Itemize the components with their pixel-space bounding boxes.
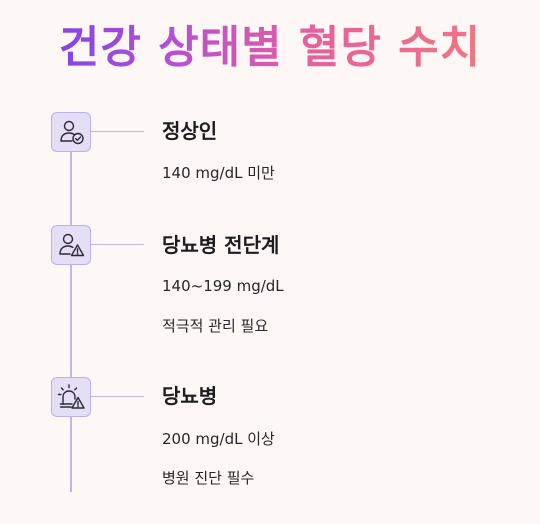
- stage-heading-normal: 정상인: [162, 119, 218, 143]
- connector-line-normal: [91, 131, 144, 132]
- alarm-warning-icon: [57, 384, 85, 409]
- stage-detail-diabetes-note: 병원 진단 필수: [162, 469, 255, 487]
- timeline-line: [70, 150, 72, 492]
- stage-heading-diabetes: 당뇨병: [162, 384, 218, 408]
- connector-line-prediabetes: [91, 244, 144, 245]
- stage-detail-prediabetes-range: 140~199 mg/dL: [162, 277, 284, 295]
- stage-heading-prediabetes: 당뇨병 전단계: [162, 233, 280, 257]
- stage-icon-box-diabetes: [51, 377, 91, 417]
- stage-icon-box-normal: [51, 112, 91, 152]
- person-check-icon: [60, 120, 84, 145]
- stage-detail-diabetes-range: 200 mg/dL 이상: [162, 430, 275, 448]
- stage-icon-box-prediabetes: [51, 225, 91, 265]
- page-title: 건강 상태별 혈당 수치: [0, 18, 540, 78]
- stage-detail-prediabetes-note: 적극적 관리 필요: [162, 317, 269, 335]
- person-warning-icon: [59, 233, 85, 257]
- connector-line-diabetes: [91, 396, 144, 397]
- stage-detail-normal-range: 140 mg/dL 미만: [162, 164, 275, 182]
